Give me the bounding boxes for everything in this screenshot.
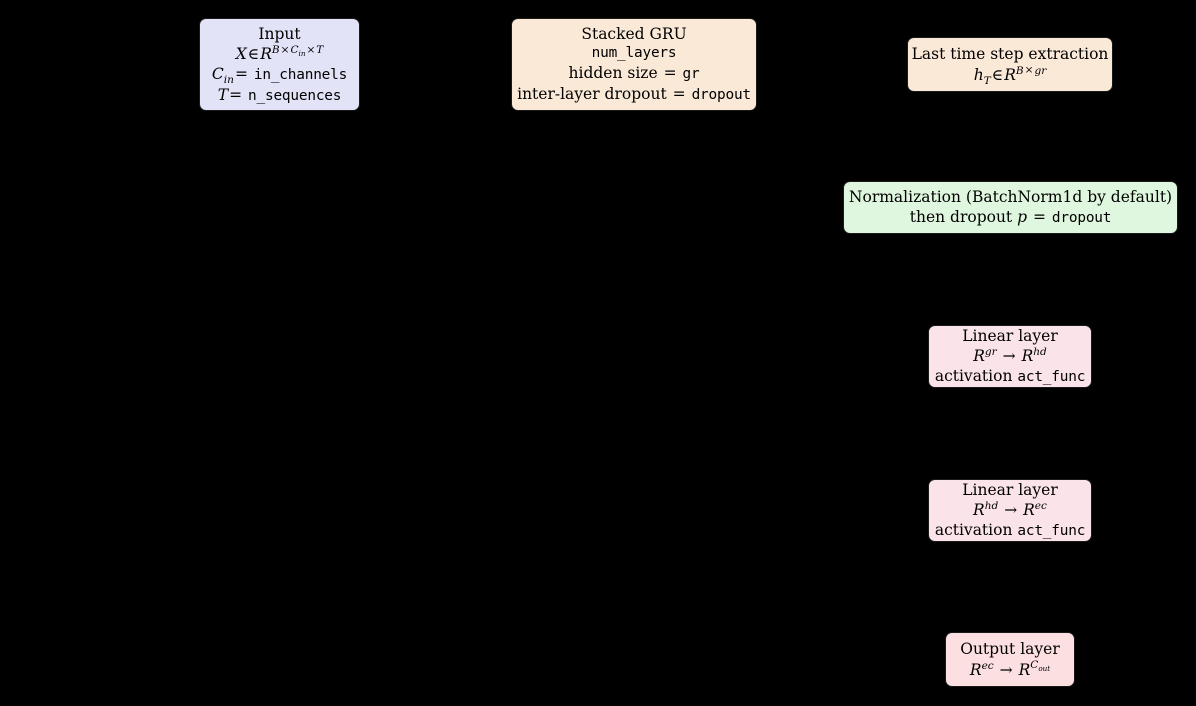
gru-hidden-size-equals: =	[663, 64, 677, 83]
linear2-exp-out: ec	[1034, 499, 1047, 512]
input-exp-c-sub: in	[298, 48, 306, 58]
input-cin-var: C	[211, 64, 224, 83]
norm-dropout-value: dropout	[1051, 210, 1112, 227]
node-norm-line-1: Normalization (BatchNorm1d by default)	[848, 188, 1173, 207]
node-linear-layer-2[interactable]: Linear layer Rhd → Rec activation act_fu…	[928, 479, 1092, 542]
linear1-arrow: →	[1002, 347, 1016, 366]
node-linear-layer-1[interactable]: Linear layer Rgr → Rhd activation act_fu…	[928, 325, 1092, 388]
linear2-r-out: R	[1023, 501, 1035, 520]
node-input-line-2: X∈RB×Cin×T	[236, 44, 324, 64]
linear2-exp-in: hd	[984, 499, 999, 512]
laststep-exponent: B×gr	[1016, 64, 1046, 76]
linear2-r-in: R	[973, 501, 985, 520]
input-cin-equals: =	[234, 64, 248, 83]
gru-dropout-equals: =	[672, 84, 686, 103]
node-output-line-1: Output layer	[960, 640, 1060, 659]
input-t-equals: =	[229, 85, 243, 104]
linear1-r-out: R	[1021, 347, 1034, 366]
node-norm-line-2: then dropout p = dropout	[910, 207, 1112, 228]
linear2-arrow: →	[1004, 501, 1018, 520]
laststep-exp-b: B	[1015, 64, 1024, 77]
linear1-exp-out: hd	[1033, 345, 1047, 358]
laststep-set-r: R	[1004, 65, 1016, 84]
output-arrow: →	[999, 660, 1013, 679]
gru-dropout-label: inter-layer dropout	[517, 84, 667, 103]
gru-hidden-size-label: hidden size	[568, 64, 658, 83]
node-linear2-line-2: Rhd → Rec	[973, 500, 1047, 520]
node-last-time-step[interactable]: Last time step extraction hT∈RB×gr	[907, 37, 1113, 92]
input-set-r: R	[260, 44, 272, 63]
node-input-line-4: T= n_sequences	[218, 85, 342, 106]
norm-p-var: p	[1017, 208, 1028, 227]
output-exp-c: C	[1030, 659, 1039, 672]
node-input[interactable]: Input X∈RB×Cin×T Cin= in_channels T= n_s…	[199, 18, 360, 111]
input-exp-t: T	[316, 43, 324, 56]
laststep-h-sub: T	[983, 74, 991, 87]
linear1-exp-in: gr	[984, 345, 997, 358]
output-exp-out: Cout	[1030, 659, 1051, 674]
norm-dropout-label: then dropout	[909, 208, 1013, 227]
node-linear1-line-1: Linear layer	[962, 327, 1058, 345]
input-var-x: X	[235, 44, 247, 63]
node-linear2-line-3: activation act_func	[934, 520, 1086, 541]
input-exponent: B×Cin×T	[272, 44, 323, 56]
linear1-activation-value: act_func	[1017, 369, 1086, 386]
linear2-activation-value: act_func	[1017, 523, 1086, 540]
gru-hidden-size-value: gr	[682, 66, 700, 83]
node-laststep-line-1: Last time step extraction	[911, 45, 1109, 64]
input-exp-c: C	[290, 43, 299, 56]
input-t-var: T	[217, 85, 229, 104]
input-exp-times-1: ×	[280, 43, 290, 56]
norm-p-equals: =	[1032, 208, 1046, 227]
laststep-exp-times: ×	[1024, 64, 1034, 77]
node-input-line-1: Input	[258, 24, 301, 43]
linear1-r-in: R	[973, 347, 985, 366]
node-stacked-gru[interactable]: Stacked GRU num_layers hidden size = gr …	[511, 18, 757, 111]
input-exp-b: B	[271, 43, 280, 56]
laststep-exp-gr: gr	[1034, 64, 1047, 77]
node-input-line-3: Cin= in_channels	[212, 64, 347, 85]
node-gru-line-4: inter-layer dropout = dropout	[517, 84, 751, 105]
input-in-symbol: ∈	[247, 44, 260, 63]
output-r-out: R	[1018, 660, 1031, 679]
node-linear2-line-1: Linear layer	[962, 481, 1058, 499]
node-normalization[interactable]: Normalization (BatchNorm1d by default) t…	[843, 181, 1178, 234]
node-linear1-line-2: Rgr → Rhd	[973, 346, 1047, 366]
node-output-layer[interactable]: Output layer Rec → RCout	[945, 632, 1075, 687]
gru-dropout-value: dropout	[691, 86, 752, 103]
node-gru-line-1: Stacked GRU	[581, 25, 687, 44]
linear1-activation-label: activation	[934, 367, 1013, 386]
input-cin-sub: in	[223, 74, 234, 86]
laststep-h-var: h	[973, 65, 984, 84]
output-r-in: R	[969, 660, 982, 679]
node-gru-num-layers: num_layers	[591, 45, 677, 62]
output-exp-in: ec	[981, 659, 994, 672]
node-output-line-2: Rec → RCout	[970, 660, 1050, 680]
node-gru-line-3: hidden size = gr	[569, 63, 700, 84]
linear2-activation-label: activation	[934, 521, 1013, 540]
output-exp-c-sub: out	[1038, 664, 1051, 674]
input-n-sequences-value: n_sequences	[248, 87, 342, 104]
laststep-in-symbol: ∈	[991, 65, 1004, 84]
node-linear1-line-3: activation act_func	[934, 366, 1086, 387]
input-in-channels-value: in_channels	[253, 66, 348, 83]
input-exp-times-2: ×	[306, 43, 316, 56]
node-laststep-line-2: hT∈RB×gr	[973, 64, 1047, 87]
